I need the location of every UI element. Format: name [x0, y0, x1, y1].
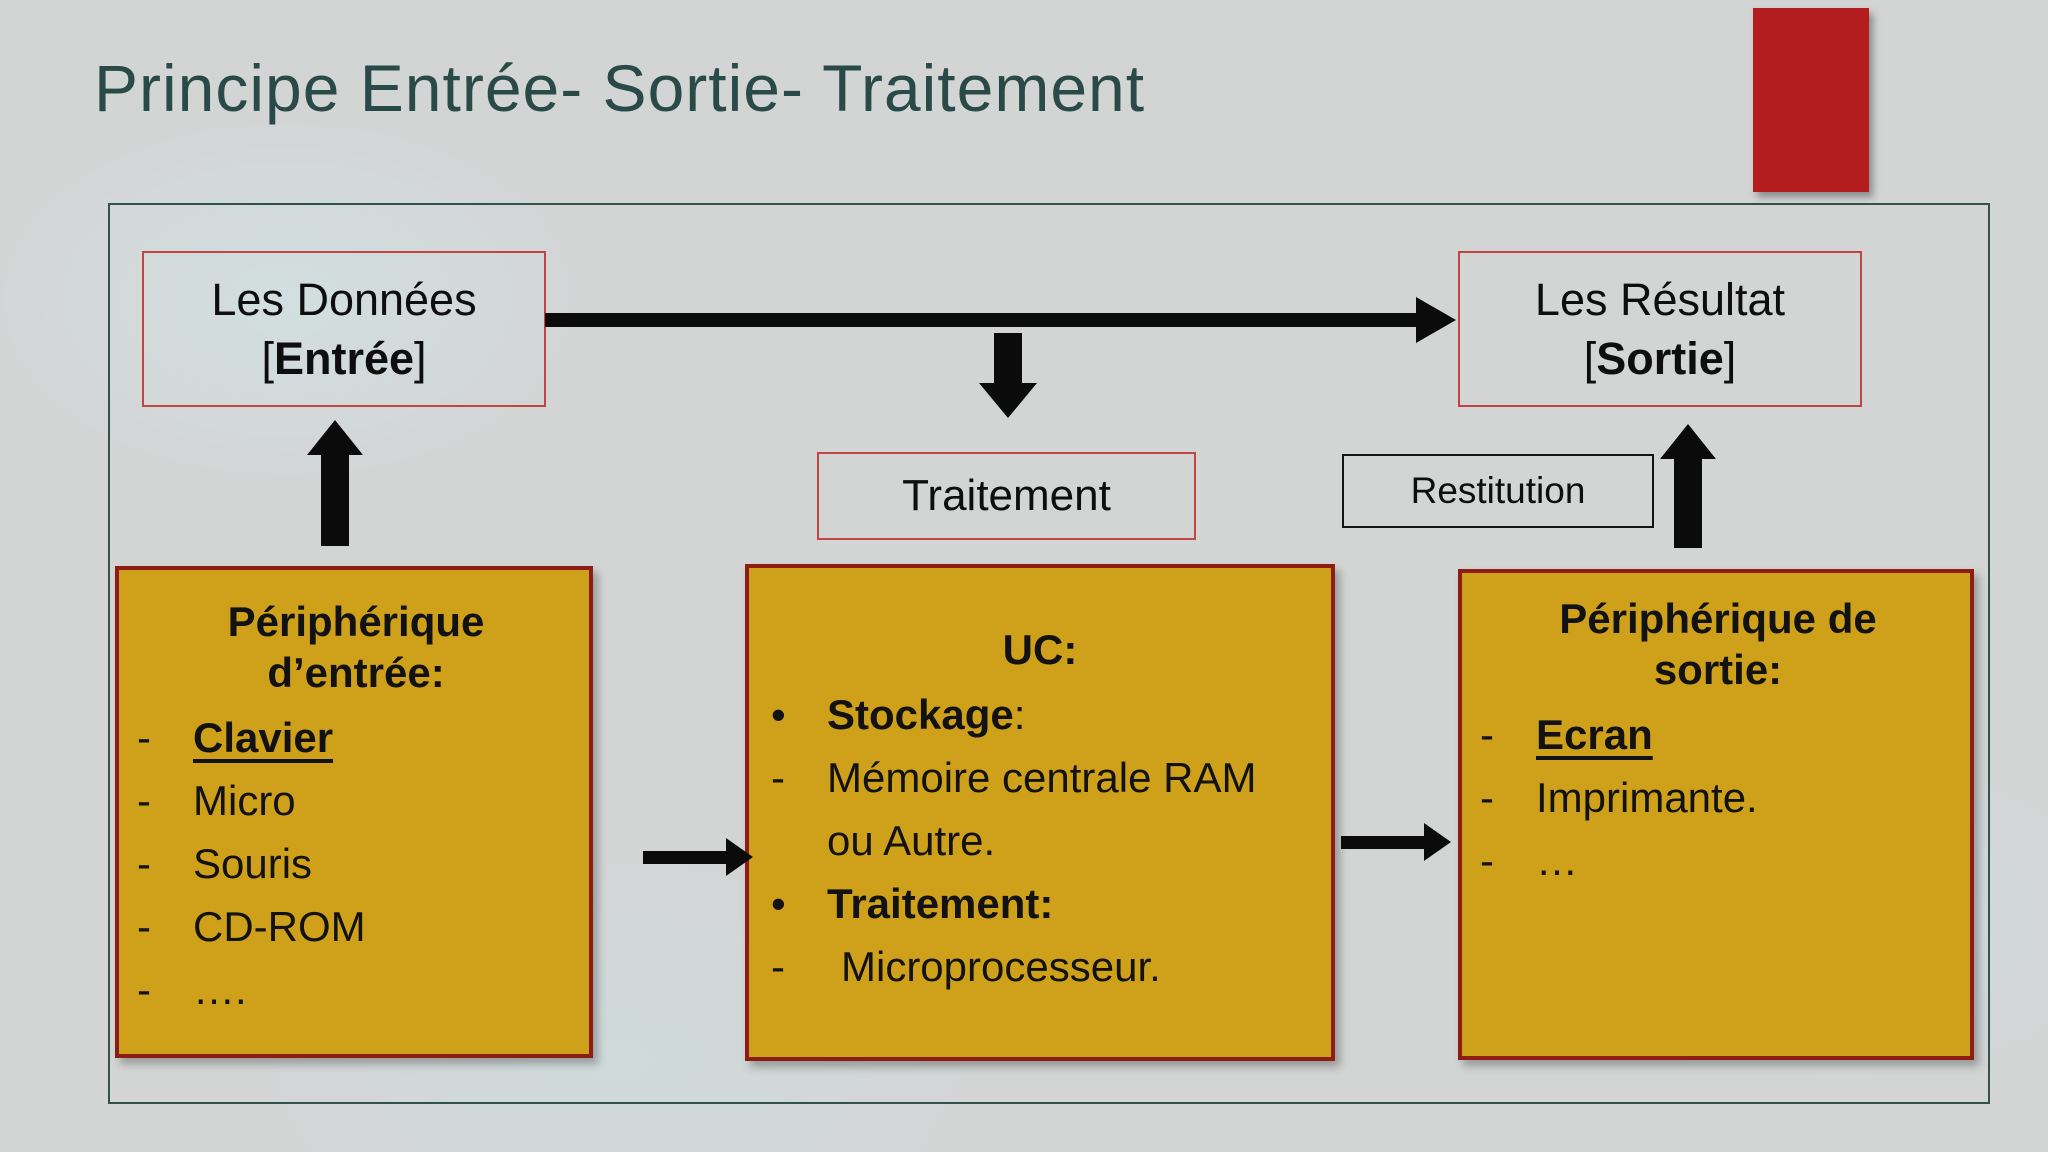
list-item: • Traitement: — [767, 872, 1313, 935]
dash-marker: - — [1480, 774, 1494, 822]
dash-marker: - — [771, 754, 785, 802]
dash-marker: - — [1480, 837, 1494, 885]
uc-stockage: Stockage: — [827, 683, 1025, 746]
output-item-imprimante: Imprimante. — [1536, 774, 1758, 822]
input-item-etc: …. — [193, 966, 247, 1014]
output-heading-line2: sortie: — [1653, 646, 1783, 694]
dash-marker: - — [137, 966, 151, 1014]
uc-list: •Stockage: -Mémoire centrale RAM ou Autr… — [767, 683, 1313, 998]
output-item-etc: … — [1536, 837, 1578, 885]
list-item: -Mémoire centrale RAM ou Autre. — [767, 746, 1313, 872]
dash-marker: - — [771, 943, 785, 991]
dash-marker: - — [137, 777, 151, 825]
input-item-souris: Souris — [193, 840, 313, 888]
stockage-label: Stockage — [827, 691, 1014, 739]
peripherique-sortie-box: Périphérique de sortie: -Ecran -Impriman… — [1458, 569, 1974, 1060]
input-heading-line2: d’entrée: — [267, 649, 445, 697]
uc-microprocesseur: Microprocesseur. — [841, 943, 1161, 991]
output-box-heading: Périphérique de sortie: — [1476, 593, 1960, 695]
uc-memoire: Mémoire centrale RAM ou Autre. — [827, 754, 1257, 865]
bracket-open: [ — [1583, 333, 1597, 384]
bullet-marker: • — [771, 691, 786, 739]
list-item: -Micro — [133, 769, 579, 832]
entree-label: Entrée — [273, 333, 415, 384]
dash-marker: - — [137, 714, 151, 762]
input-item-micro: Micro — [193, 777, 296, 825]
list-item: -CD-ROM — [133, 895, 579, 958]
input-heading-line1: Périphérique — [227, 598, 485, 645]
list-item: -… — [1476, 829, 1960, 892]
bracket-open: [ — [261, 333, 274, 384]
resultat-sortie-box: Les Résultat [Sortie] — [1458, 251, 1862, 407]
dash-marker: - — [137, 840, 151, 888]
accent-bar — [1753, 8, 1869, 192]
output-device-list: -Ecran -Imprimante. -… — [1476, 703, 1960, 892]
uc-box: UC: •Stockage: -Mémoire centrale RAM ou … — [745, 564, 1335, 1061]
list-item: - Microprocesseur. — [767, 935, 1313, 998]
data-entree-line2: [Entrée] — [261, 329, 426, 388]
input-device-list: -Clavier -Micro -Souris -CD-ROM -…. — [133, 706, 579, 1021]
slide-title: Principe Entrée- Sortie- Traitement — [94, 51, 1146, 125]
bracket-close: ] — [1723, 333, 1737, 384]
dash-marker: - — [137, 903, 151, 951]
list-item: -Imprimante. — [1476, 766, 1960, 829]
traitement-box: Traitement — [817, 452, 1196, 540]
bullet-marker: • — [771, 880, 786, 928]
list-item: • Stockage: — [767, 683, 1313, 746]
sortie-label: Sortie — [1596, 333, 1724, 384]
uc-heading: UC: — [1002, 626, 1078, 673]
list-item: -Clavier — [133, 706, 579, 769]
list-item: -Souris — [133, 832, 579, 895]
resultat-line2: [Sortie] — [1584, 329, 1737, 388]
input-item-cdrom: CD-ROM — [193, 903, 366, 951]
resultat-line1: Les Résultat — [1534, 273, 1786, 325]
list-item: -…. — [133, 958, 579, 1021]
diagram-frame — [108, 203, 1990, 1104]
uc-traitement: Traitement: — [827, 880, 1054, 928]
output-heading-line1: Périphérique de — [1559, 595, 1877, 642]
restitution-label: Restitution — [1410, 470, 1586, 511]
stockage-colon: : — [1013, 691, 1026, 739]
input-item-clavier: Clavier — [193, 714, 334, 762]
list-item: -Ecran — [1476, 703, 1960, 766]
bracket-close: ] — [414, 333, 427, 384]
peripherique-entree-box: Périphérique d’entrée: -Clavier -Micro -… — [115, 566, 593, 1058]
output-item-ecran: Ecran — [1536, 711, 1653, 759]
dash-marker: - — [1480, 711, 1494, 759]
traitement-label: Traitement — [902, 470, 1111, 520]
restitution-box: Restitution — [1342, 454, 1654, 528]
data-entree-line1: Les Données — [211, 273, 477, 325]
input-box-heading: Périphérique d’entrée: — [133, 596, 579, 698]
data-entree-box: Les Données [Entrée] — [142, 251, 546, 407]
